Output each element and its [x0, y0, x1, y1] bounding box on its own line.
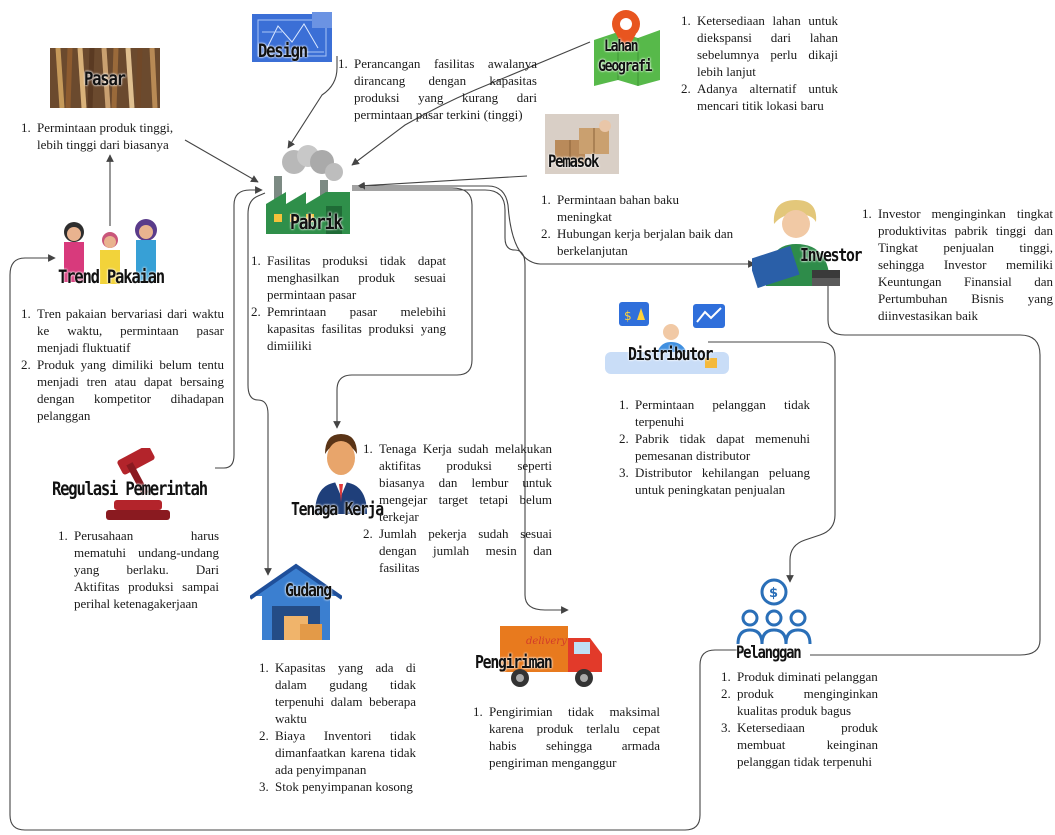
- design-item: Perancangan fasilitas awalanya dirancang…: [351, 55, 537, 123]
- trend-pakaian-label: Trend Pakaian: [58, 266, 165, 288]
- gudang-item: Biaya Inventori tidak dimanfaatkan karen…: [272, 727, 416, 778]
- lahan-item: Ketersediaan lahan untuk diekspansi dari…: [694, 12, 838, 80]
- lahan-label-line2: Geografi: [598, 56, 653, 75]
- distributor-label: Distributor: [628, 344, 713, 365]
- pemasok-item: Hubungan kerja berjalan baik dan berkela…: [554, 225, 735, 259]
- tenaga-kerja-item: Tenaga Kerja sudah melakukan aktifitas p…: [376, 440, 552, 525]
- pabrik-list: Fasilitas produksi tidak dapat menghasil…: [240, 252, 446, 354]
- distributor-item: Permintaan pelanggan tidak terpenuhi: [632, 396, 810, 430]
- lahan-label-line1: Lahan: [604, 36, 639, 55]
- map-pin-icon: [594, 10, 660, 86]
- pengiriman-list: Pengirimian tidak maksimal karena produk…: [462, 703, 660, 771]
- lahan-item: Adanya alternatif untuk mencari titik lo…: [694, 80, 838, 114]
- investor-reading-icon: [752, 200, 840, 289]
- pasar-label: Pasar: [84, 68, 126, 90]
- truck-delivery-text: delivery: [526, 636, 567, 647]
- gudang-list: Kapasitas yang ada di dalam gudang tidak…: [248, 659, 416, 795]
- gudang-item: Stok penyimpanan kosong: [272, 778, 416, 795]
- connector-investor-pelanggan: [810, 280, 1041, 656]
- pabrik-item: Pemrintaan pasar melebihi kapasitas fasi…: [264, 303, 446, 354]
- pelanggan-list: Produk diminati pelanggan produk menging…: [710, 668, 878, 770]
- design-list: Perancangan fasilitas awalanya dirancang…: [327, 55, 537, 123]
- trend-pakaian-item: Tren pakaian bervariasi dari waktu ke wa…: [34, 305, 224, 356]
- pemasok-list: Permintaan bahan baku meningkat Hubungan…: [530, 191, 735, 259]
- tenaga-kerja-item: Jumlah pekerja sudah sesuai dengan jumla…: [376, 525, 552, 576]
- gavel-icon: [106, 448, 170, 520]
- pasar-list: Permintaan produk tinggi, lebih tinggi d…: [10, 119, 190, 153]
- svg-text:$: $: [769, 586, 778, 601]
- gudang-item: Kapasitas yang ada di dalam gudang tidak…: [272, 659, 416, 727]
- investor-list: Investor menginginkan tingkat produktivi…: [851, 205, 1053, 324]
- pabrik-label: Pabrik: [290, 210, 343, 234]
- distributor-item: Distributor kehilangan peluang untuk pen…: [632, 464, 810, 498]
- pemasok-label: Pemasok: [548, 152, 599, 172]
- pengiriman-item: Pengirimian tidak maksimal karena produk…: [486, 703, 660, 771]
- connector-pabrik-gudang: [247, 192, 272, 576]
- delivery-truck-icon: [500, 626, 602, 687]
- regulasi-pemerintah-item: Perusahaan harus mematuhi undang-undang …: [71, 527, 219, 612]
- lahan-list: Ketersediaan lahan untuk diekspansi dari…: [670, 12, 838, 114]
- factory-icon: [266, 145, 350, 234]
- warehouse-icon: [250, 563, 342, 640]
- tenaga-kerja-list: Tenaga Kerja sudah melakukan aktifitas p…: [352, 440, 552, 576]
- pelanggan-item: produk menginginkan kualitas produk bagu…: [734, 685, 878, 719]
- distributor-analytics-icon: $: [605, 302, 729, 374]
- worker-icon: [315, 434, 367, 514]
- connector-pemasok-pabrik: [357, 175, 528, 190]
- supplier-boxes-icon: [545, 114, 619, 174]
- market-photo-icon: [50, 48, 160, 108]
- svg-text:$: $: [624, 309, 632, 323]
- pengiriman-label: Pengiriman: [475, 652, 553, 673]
- investor-label: Investor: [800, 245, 862, 266]
- regulasi-pemerintah-label: Regulasi Pemerintah: [52, 478, 208, 500]
- investor-item: Investor menginginkan tingkat produktivi…: [875, 205, 1053, 324]
- pelanggan-item: Produk diminati pelanggan: [734, 668, 878, 685]
- regulasi-pemerintah-list: Perusahaan harus mematuhi undang-undang …: [47, 527, 219, 612]
- pasar-item: Permintaan produk tinggi, lebih tinggi d…: [34, 119, 190, 153]
- pelanggan-item: Ketersediaan produk membuat keinginan pe…: [734, 719, 878, 770]
- distributor-item: Pabrik tidak dapat memenuhi pemesanan di…: [632, 430, 810, 464]
- tenaga-kerja-label: Tenaga Kerja: [291, 499, 384, 520]
- trend-pakaian-item: Produk yang dimiliki belum tentu menjadi…: [34, 356, 224, 424]
- pabrik-item: Fasilitas produksi tidak dapat menghasil…: [264, 252, 446, 303]
- customers-icon: $: [736, 578, 812, 645]
- trend-pakaian-list: Tren pakaian bervariasi dari waktu ke wa…: [10, 305, 224, 424]
- design-label: Design: [258, 40, 308, 62]
- distributor-list: Permintaan pelanggan tidak terpenuhi Pab…: [608, 396, 810, 498]
- connector-pasar-pabrik: [184, 139, 259, 183]
- pelanggan-label: Pelanggan: [736, 643, 802, 663]
- blueprint-icon: [252, 12, 332, 62]
- gudang-label: Gudang: [285, 580, 332, 601]
- pemasok-item: Permintaan bahan baku meningkat: [554, 191, 735, 225]
- fashion-people-icon: [64, 219, 157, 284]
